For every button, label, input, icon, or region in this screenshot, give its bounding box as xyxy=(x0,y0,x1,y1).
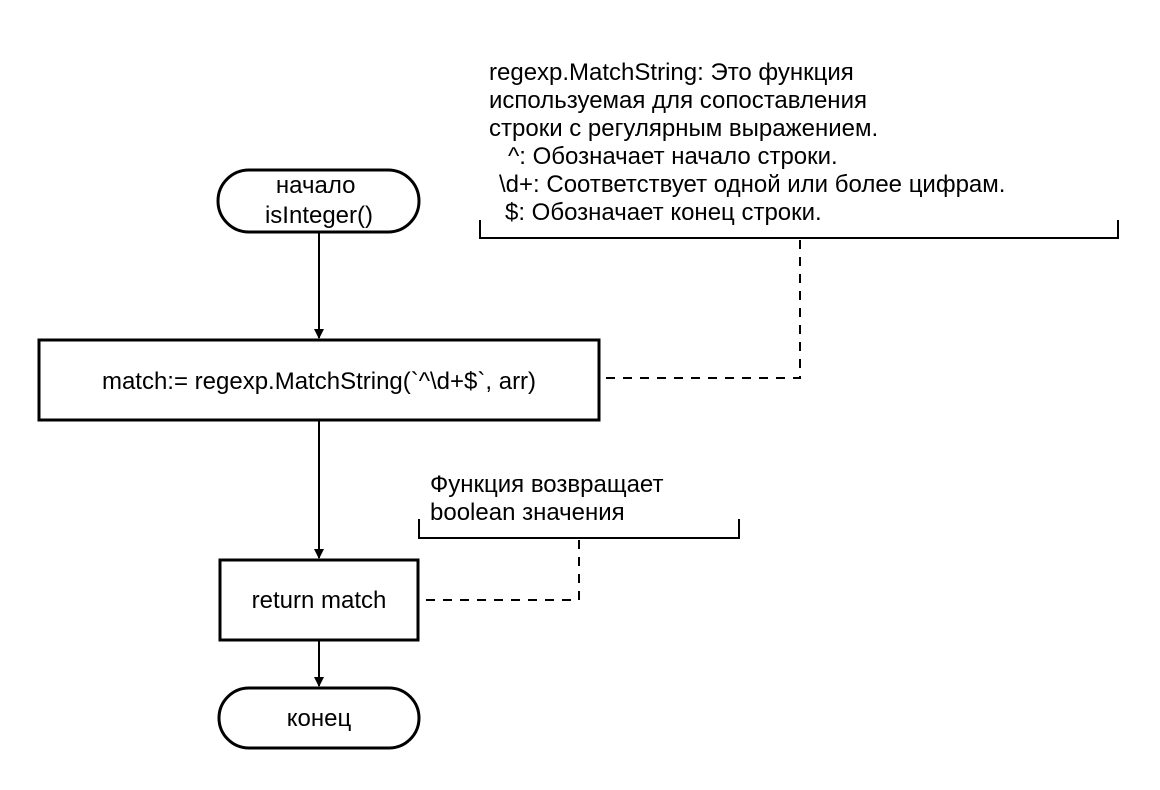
end-terminal-shape xyxy=(217,686,421,750)
end-terminal-label: конец xyxy=(287,705,352,732)
regex-note-line-4: ^: Обозначает начало строки. xyxy=(508,143,838,170)
return-annotation-bracket xyxy=(418,519,740,539)
regex-note-line-3: строки с регулярным выражением. xyxy=(489,115,878,142)
match-process-label: match:= regexp.MatchString(`^\d+$`, arr) xyxy=(102,368,536,395)
regex-note-line-1: regexp.MatchString: Это функция xyxy=(489,59,854,86)
return-annotation-text: Функция возвращает boolean значения xyxy=(430,471,670,526)
start-label-line-1: начало xyxy=(276,172,356,199)
return-process-step: return match xyxy=(218,558,420,642)
start-terminal-shape xyxy=(216,168,421,234)
regex-note-line-6: $: Обозначает конец строки. xyxy=(505,199,822,226)
return-annotation-link xyxy=(418,540,580,601)
return-process-box xyxy=(218,558,420,642)
regex-annotation-link xyxy=(599,240,801,379)
return-process-label: return match xyxy=(252,587,387,614)
regex-note-line-2: используемая для сопоставления xyxy=(489,87,867,114)
return-note-line-2: boolean значения xyxy=(430,499,625,526)
regex-annotation-text: regexp.MatchString: Это функция использу… xyxy=(489,59,1012,226)
start-label-line-2: isInteger() xyxy=(265,202,373,229)
regex-note-line-5: \d+: Соответствует одной или более цифра… xyxy=(499,171,1005,198)
return-note-line-1: Функция возвращает xyxy=(430,471,663,498)
regex-annotation-bracket xyxy=(479,220,1119,239)
start-terminal-label: начало isInteger() xyxy=(265,172,373,229)
match-process-step: match:= regexp.MatchString(`^\d+$`, arr) xyxy=(37,338,601,422)
regex-annotation: regexp.MatchString: Это функция использу… xyxy=(479,59,1119,379)
match-process-box xyxy=(37,338,601,422)
start-terminal: начало isInteger() xyxy=(216,168,421,234)
end-terminal: конец xyxy=(217,686,421,750)
return-annotation: Функция возвращает boolean значения xyxy=(418,471,740,601)
